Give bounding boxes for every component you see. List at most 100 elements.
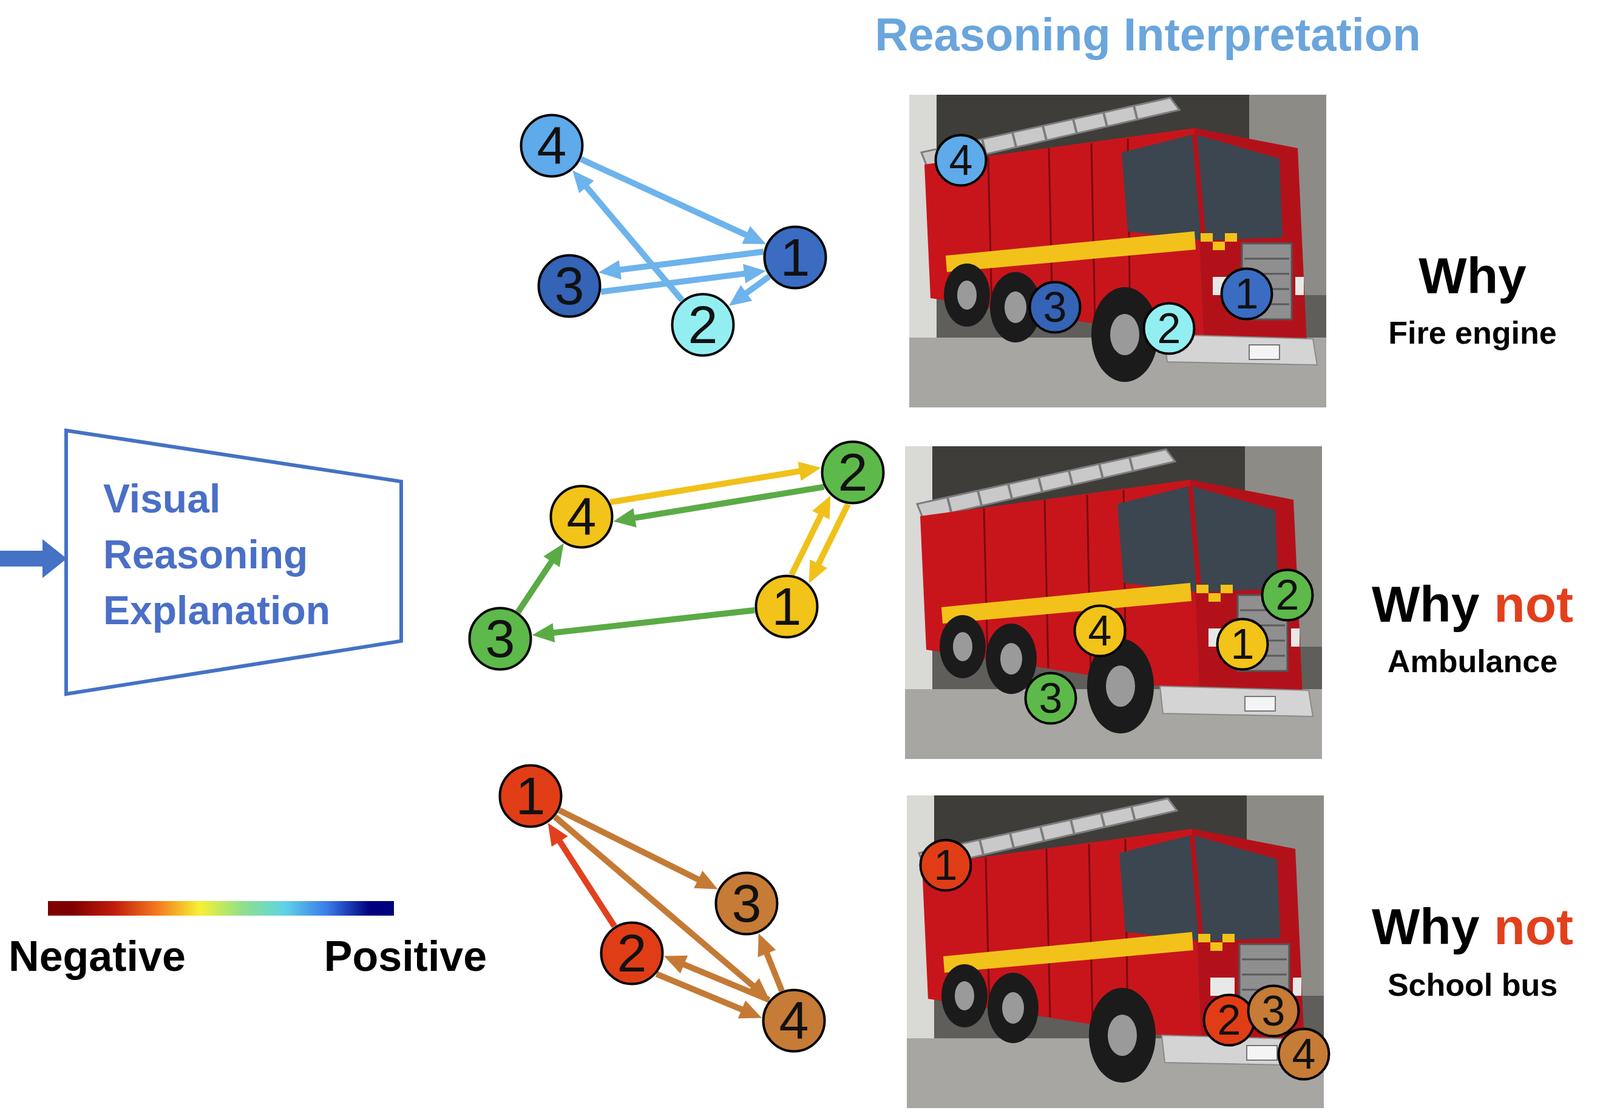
arrow-shaft — [766, 951, 782, 991]
question-label: Ambulance — [1387, 642, 1558, 680]
node-number: 2 — [617, 926, 648, 980]
reasoning-arrow — [517, 543, 564, 612]
node-number: 4 — [1292, 1032, 1316, 1075]
reasoning-arrow — [664, 955, 770, 1000]
node-disc — [1278, 1028, 1330, 1080]
arrow-shaft — [682, 963, 770, 1000]
reasoning-node: 4 — [549, 484, 614, 549]
node-number: 3 — [732, 876, 762, 930]
node-disc — [1262, 569, 1313, 621]
reasoning-node: 4 — [761, 988, 827, 1053]
node-circle — [1246, 983, 1301, 1038]
node-circle — [714, 871, 779, 936]
node-circle — [754, 574, 819, 639]
class-label: Why — [1418, 246, 1526, 306]
node-number: 3 — [554, 259, 585, 313]
node-circle — [670, 292, 736, 357]
reasoning-node: 4 — [519, 113, 584, 178]
node-circle — [1277, 1027, 1331, 1081]
arrow-head — [532, 622, 556, 643]
reasoning-node: 1 — [498, 763, 563, 828]
reasoning-node: 1 — [1215, 617, 1270, 671]
arrow-head — [758, 932, 777, 957]
fire-engine-photo — [909, 94, 1327, 408]
arrow-head — [809, 559, 828, 583]
node-number: 1 — [780, 230, 811, 285]
node-circle — [918, 838, 973, 892]
node-number: 2 — [1275, 573, 1300, 617]
reasoning-arrow — [532, 610, 756, 643]
colorbar-gradient — [72, 900, 370, 916]
negation-word: not — [1493, 574, 1574, 634]
node-circle — [761, 988, 827, 1053]
node-circle — [549, 484, 614, 549]
node-circle — [1073, 603, 1127, 658]
node-circle — [1142, 301, 1196, 356]
arrow-shaft — [817, 503, 848, 566]
node-disc — [601, 922, 663, 984]
node-disc — [1144, 303, 1195, 354]
arrow-head — [797, 461, 821, 481]
question-label: Whynot — [1371, 574, 1574, 634]
legend-swatch — [47, 900, 73, 916]
node-circle — [599, 920, 665, 986]
reasoning-arrow — [758, 932, 783, 991]
class-label: School bus — [1387, 966, 1558, 1003]
node-circle — [467, 606, 533, 671]
arrow-head — [664, 955, 688, 974]
arrow-head — [738, 1000, 762, 1019]
reasoning-arrow — [580, 159, 767, 245]
node-circle — [934, 133, 988, 187]
reasoning-arrow — [656, 973, 763, 1018]
reasoning-node: 1 — [918, 838, 973, 892]
reasoning-node: 2 — [670, 292, 736, 357]
node-disc — [1221, 268, 1273, 320]
node-disc — [1030, 282, 1081, 333]
reasoning-node: 2 — [1202, 993, 1256, 1047]
arrow-shaft — [551, 610, 755, 633]
node-disc — [538, 255, 601, 317]
node-circle — [498, 763, 563, 828]
node-number: 1 — [772, 579, 802, 634]
node-number: 1 — [1235, 272, 1259, 316]
node-disc — [920, 840, 972, 891]
node-circle — [762, 225, 828, 290]
node-disc — [1074, 605, 1126, 657]
question-label: Fire engine — [1388, 314, 1557, 351]
reasoning-node: 3 — [1246, 983, 1301, 1038]
node-disc — [763, 989, 825, 1052]
node-number: 3 — [1261, 989, 1286, 1032]
reasoning-node: 1 — [754, 574, 819, 639]
arrow-shaft — [585, 185, 682, 301]
node-circle — [1260, 568, 1315, 622]
reasoning-node: 2 — [820, 440, 885, 505]
legend-label: Negative — [8, 931, 186, 981]
fire-engine-photo — [906, 795, 1324, 1108]
node-circle — [1215, 617, 1270, 671]
node-disc — [756, 576, 818, 638]
class-label: Why — [1371, 897, 1480, 956]
node-circle — [820, 440, 885, 505]
node-disc — [469, 608, 532, 670]
reasoning-arrow — [548, 823, 615, 927]
question-label: School bus — [1387, 966, 1558, 1003]
arrow-head — [613, 508, 637, 528]
node-number: 2 — [1217, 998, 1242, 1041]
node-number: 4 — [779, 993, 810, 1048]
reasoning-node: 1 — [762, 225, 828, 290]
reasoning-node: 4 — [1073, 603, 1127, 658]
node-number: 2 — [1157, 307, 1182, 350]
arrow-shaft — [559, 839, 615, 926]
node-number: 3 — [1039, 676, 1063, 720]
input-arrow — [0, 538, 67, 578]
reasoning-arrow — [572, 170, 683, 301]
class-label: Fire engine — [1388, 314, 1557, 351]
node-circle — [1220, 267, 1274, 321]
reasoning-node: 1 — [1220, 267, 1274, 321]
node-number: 4 — [1088, 609, 1112, 652]
node-number: 4 — [949, 138, 973, 182]
question-label: Why — [1418, 246, 1526, 306]
node-number: 1 — [1230, 622, 1255, 666]
reasoning-node: 4 — [934, 133, 988, 187]
